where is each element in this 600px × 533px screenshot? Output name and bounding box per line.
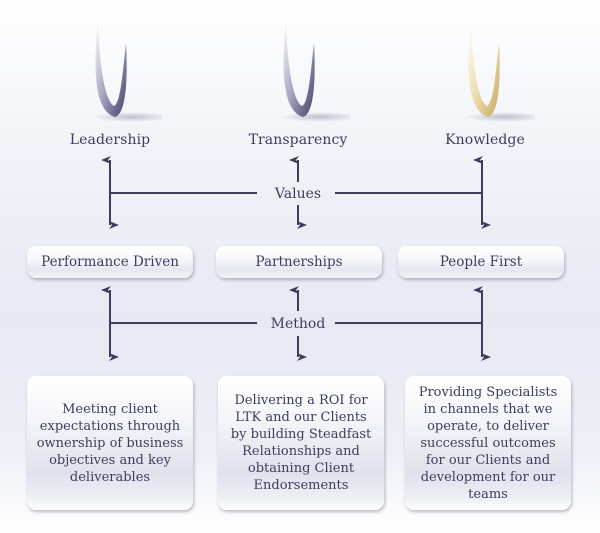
pillar-people-first: People First [398,246,564,278]
transparency-swoosh-icon [280,20,350,122]
pillar-performance-driven: Performance Driven [27,246,193,278]
method-axis-label: Method [270,316,326,332]
knowledge-swoosh-icon [465,20,535,122]
description-card-performance: Meeting client expectations through owne… [27,376,193,510]
value-knowledge-label: Knowledge [445,132,525,148]
value-transparency-label: Transparency [248,132,348,148]
leadership-swoosh-icon [92,20,162,122]
value-leadership-label: Leadership [69,132,151,148]
values-axis-label: Values [274,186,322,202]
description-card-people: Providing Specialists in channels that w… [405,376,571,510]
description-card-partnerships: Delivering a ROI for LTK and our Clients… [218,376,384,510]
pillar-partnerships: Partnerships [216,246,382,278]
